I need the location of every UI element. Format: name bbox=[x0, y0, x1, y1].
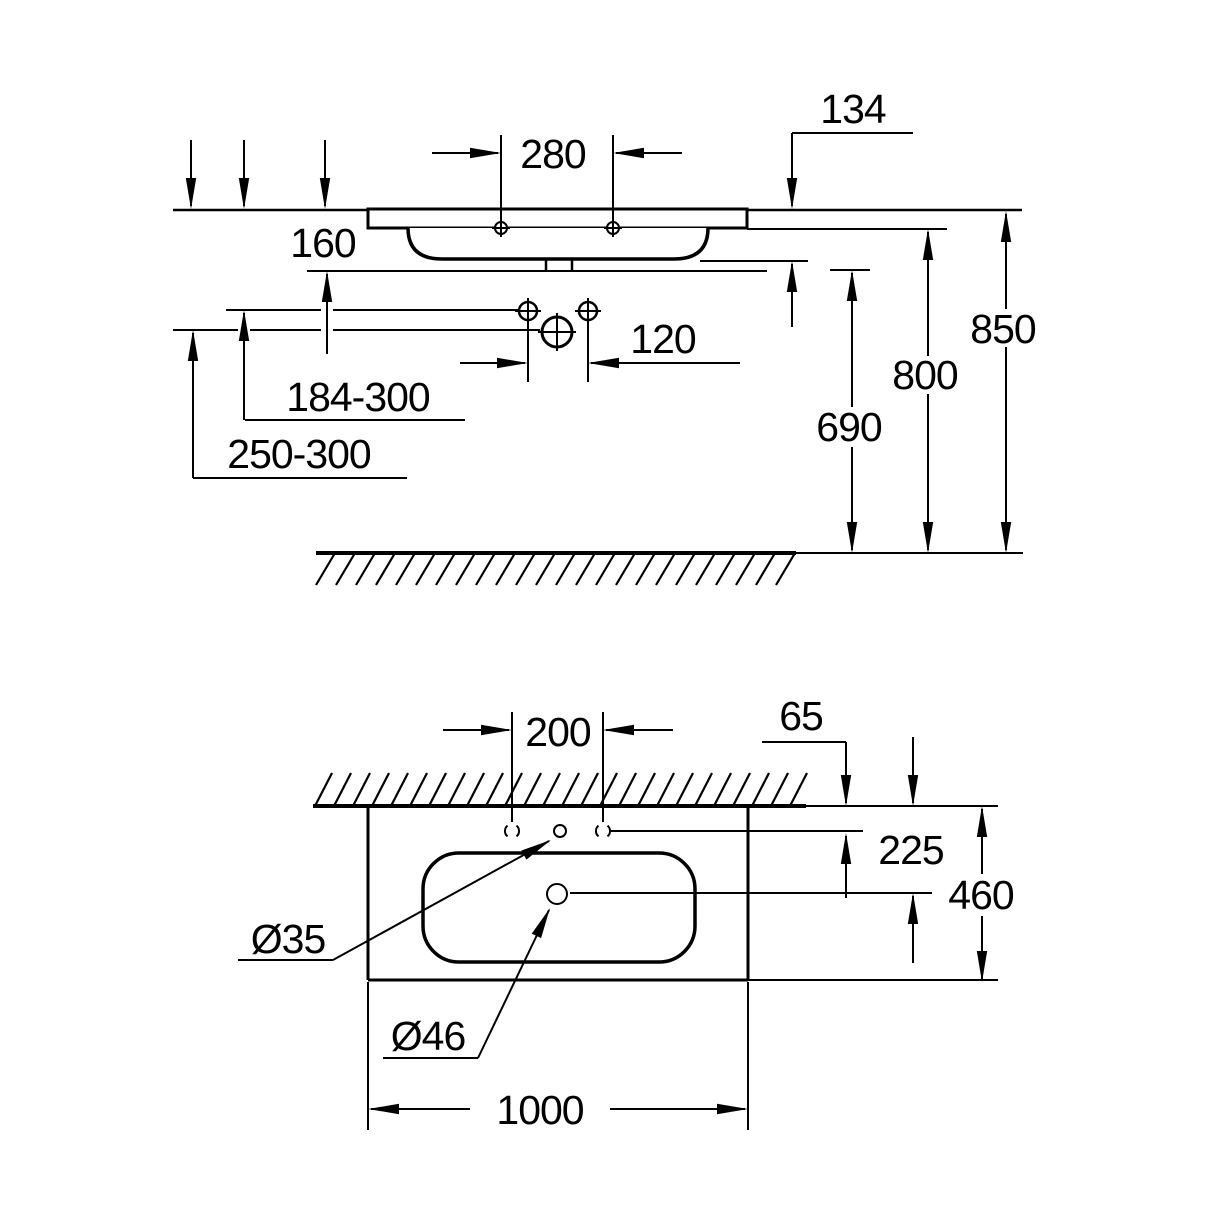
dim-faucet-spacing: 280 bbox=[432, 131, 682, 222]
dim-trap-height: 250-300 bbox=[173, 329, 540, 479]
plan-supply-left bbox=[503, 824, 521, 838]
dim-rim-to-lowest-point: 160 bbox=[290, 220, 767, 354]
drain-hole-plan bbox=[546, 883, 932, 905]
dim-plan-supply-spacing: 200 bbox=[443, 709, 673, 822]
dim-supply-spacing: 120 bbox=[460, 316, 740, 382]
plan-supply-right bbox=[594, 824, 863, 838]
dim-label-690: 690 bbox=[816, 404, 882, 450]
plan-view: 200 65 225 460 bbox=[238, 693, 1015, 1133]
dim-label-o35: Ø35 bbox=[251, 916, 326, 962]
wall-reference-arrows bbox=[185, 140, 331, 209]
dim-label-184-300: 184-300 bbox=[286, 374, 430, 420]
dim-label-200: 200 bbox=[525, 709, 591, 755]
faucet-hole-plan bbox=[553, 824, 567, 838]
front-view: 280 134 160 bbox=[173, 86, 1037, 586]
dim-label-460: 460 bbox=[948, 872, 1014, 918]
basin-rim bbox=[366, 207, 749, 230]
dim-rim-height: 850 bbox=[970, 211, 1037, 553]
dim-label-850: 850 bbox=[970, 306, 1036, 352]
dim-label-250-300: 250-300 bbox=[227, 431, 371, 477]
dim-label-120: 120 bbox=[630, 316, 696, 362]
callout-faucet-diameter: Ø35 bbox=[238, 840, 551, 962]
dim-rim-to-bowl-underside: 134 bbox=[700, 86, 913, 327]
dim-bowl-underside-height: 690 bbox=[816, 269, 883, 553]
dim-wall-to-drain: 225 bbox=[878, 737, 945, 963]
callout-drain-diameter: Ø46 bbox=[383, 908, 550, 1059]
dim-label-65: 65 bbox=[779, 693, 823, 739]
dim-label-1000: 1000 bbox=[496, 1087, 583, 1133]
dim-rim-underside-height: 800 bbox=[747, 228, 959, 553]
dim-basin-width: 1000 bbox=[367, 982, 749, 1133]
dim-label-800: 800 bbox=[892, 352, 958, 398]
dim-label-o46: Ø46 bbox=[391, 1013, 466, 1059]
bowl-outline-plan bbox=[421, 851, 697, 964]
dim-basin-depth: 460 bbox=[948, 806, 1015, 982]
supply-connection-right bbox=[575, 298, 601, 324]
dim-label-280: 280 bbox=[520, 131, 586, 177]
plan-wall-hatching bbox=[314, 772, 808, 807]
floor-hatching bbox=[315, 552, 796, 586]
dim-supply-height: 184-300 bbox=[226, 309, 519, 421]
waste-connection bbox=[538, 313, 576, 351]
dim-label-134: 134 bbox=[820, 86, 886, 132]
dim-wall-to-supply: 65 bbox=[762, 693, 852, 898]
basin-bowl-profile bbox=[406, 227, 710, 261]
drain-stub bbox=[544, 259, 574, 271]
dim-label-225: 225 bbox=[878, 827, 944, 873]
dim-label-160: 160 bbox=[290, 220, 356, 266]
